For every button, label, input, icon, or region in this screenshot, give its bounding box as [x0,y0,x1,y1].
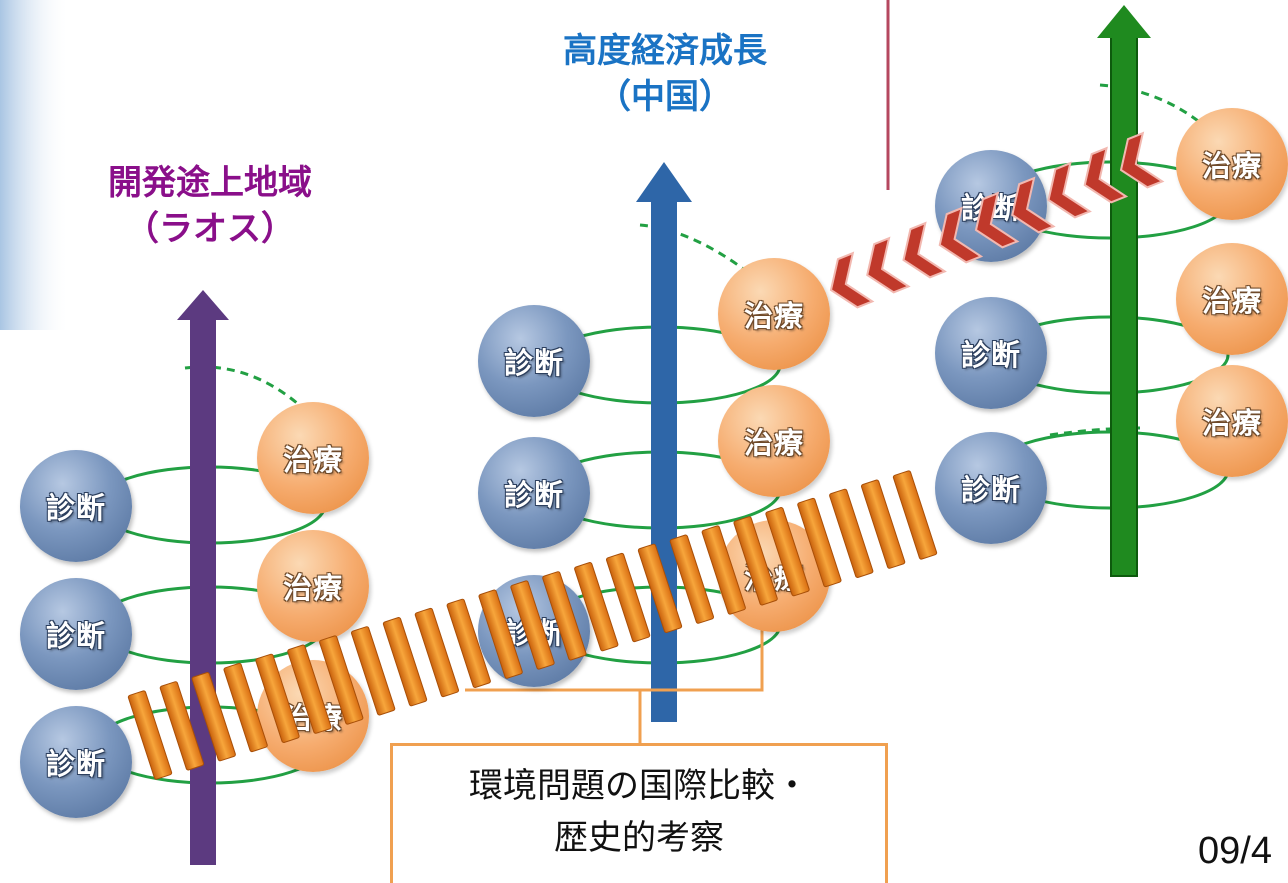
treatment-label: 治療 [743,299,804,333]
region-title-laos-subtitle: （ラオス） [125,209,295,249]
treatment-node-laos-2: 治療 [257,530,369,642]
treatment-node-china-2: 治療 [718,385,830,497]
region-arrow-laos-head [177,290,229,320]
chevron-arrow-icon [1011,176,1056,234]
comparison-bar [701,525,746,615]
callout-line-right [640,610,764,692]
treatment-node-china-1: 治療 [718,258,830,370]
diagnosis-label: 診断 [960,473,1021,507]
chevron-arrow-icon [1047,161,1092,219]
comparison-bar [669,534,715,624]
note-line-1: 環境問題の国際比較・ [469,766,809,806]
comparison-bar [414,607,460,698]
treatment-node-third-3: 治療 [1176,365,1288,477]
region-title-laos: 開発途上地域 （ラオス） [60,160,360,252]
comparison-bars [127,470,938,780]
chevron-arrows [829,131,1165,309]
region-title-china-name: 高度経済成長 [563,31,767,71]
comparison-bar [765,507,810,597]
treatment-label: 治療 [743,426,804,460]
comparison-bar [287,644,332,734]
comparison-bar [350,626,396,716]
comparison-bar [637,543,683,633]
chevron-arrow-icon [829,251,875,309]
comparison-bar [860,479,906,569]
treatment-node-third-1: 治療 [1176,108,1288,220]
diagnosis-label: 診断 [45,619,106,653]
comparison-bar [382,617,428,707]
diagnosis-node-laos-1: 診断 [20,450,132,562]
page-number: 09/4 [1198,830,1272,872]
region-arrow-china-head [636,162,692,202]
region-title-laos-name: 開発途上地域 [108,163,312,203]
region-arrow-laos-shaft [190,318,216,865]
comparison-bar [892,470,938,560]
diagnosis-label: 診断 [960,338,1021,372]
diagnosis-label: 診断 [503,346,564,380]
region-title-china-subtitle: （中国） [597,77,733,117]
comparison-bar [574,562,619,652]
comparison-bar [605,552,651,643]
region-arrow-china-shaft [651,200,677,722]
treatment-label: 治療 [1201,284,1262,318]
comparison-bar [319,635,364,725]
diagnosis-label: 診断 [45,491,106,525]
comparison-bar [127,690,173,780]
comparison-bar [223,662,268,753]
chevron-arrow-icon [1119,131,1165,189]
diagnosis-node-laos-2: 診断 [20,578,132,690]
region-arrow-third-head [1097,5,1151,38]
comparison-bar [829,488,874,578]
treatment-label: 治療 [1201,149,1262,183]
diagnosis-node-china-1: 診断 [478,305,590,417]
region-arrow-third [1097,5,1151,577]
chevron-arrow-icon [866,236,911,294]
comparison-bar [478,589,523,679]
comparison-bar [446,598,491,688]
diagnosis-node-third-2: 診断 [935,297,1047,409]
treatment-node-third-2: 治療 [1176,243,1288,355]
treatment-node-laos-1: 治療 [257,402,369,514]
region-arrow-laos [177,290,229,865]
chevron-arrow-icon [902,221,947,279]
treatment-label: 治療 [282,443,343,477]
diagnosis-node-third-3: 診断 [935,432,1047,544]
comparison-bar [255,653,300,743]
note-box: 環境問題の国際比較・ 歴史的考察 [390,743,888,883]
chevron-arrow-icon [938,206,984,264]
note-line-2: 歴史的考察 [554,818,724,858]
chevron-arrow-icon [974,191,1020,249]
chevron-arrow-icon [1083,146,1129,204]
comparison-bar [733,516,778,606]
treatment-label: 治療 [1201,406,1262,440]
region-arrow-china [636,162,692,722]
diagnosis-node-laos-3: 診断 [20,706,132,818]
background-globe-decoration [0,0,70,330]
diagnosis-node-china-2: 診断 [478,437,590,549]
diagnosis-label: 診断 [45,747,106,781]
comparison-bar [797,497,842,588]
comparison-bar [159,681,205,771]
treatment-label: 治療 [282,571,343,605]
comparison-bar [510,580,555,670]
region-title-china: 高度経済成長 （中国） [500,28,830,120]
comparison-bar [542,571,587,661]
comparison-bar [191,672,236,762]
diagnosis-label: 診断 [503,478,564,512]
